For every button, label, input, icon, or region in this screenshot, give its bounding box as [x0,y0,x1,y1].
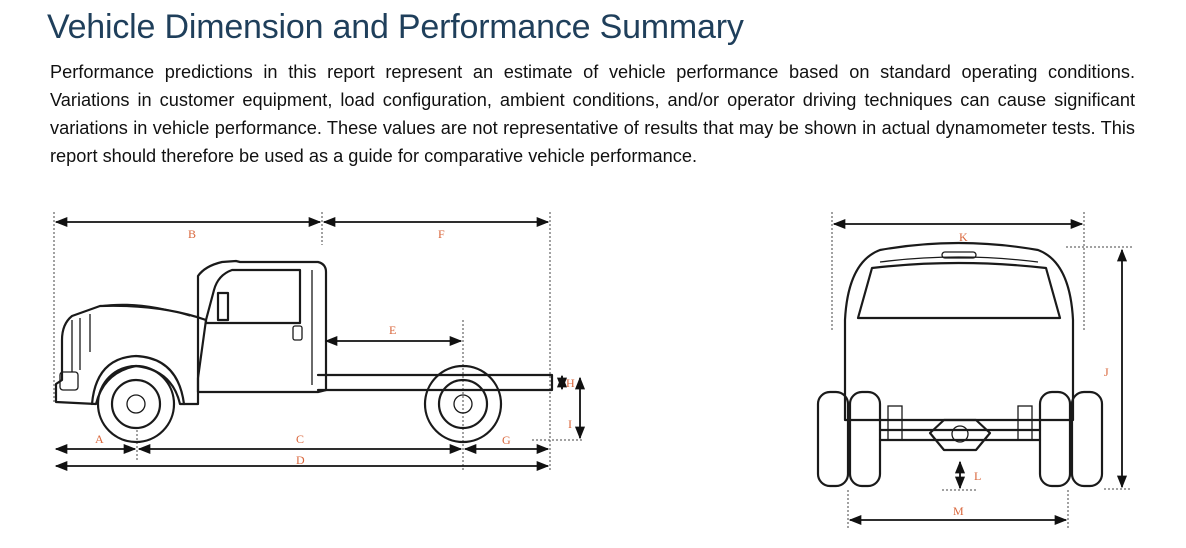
performance-disclaimer: Performance predictions in this report r… [50,62,1135,166]
dimension-label-a: A [95,432,104,446]
dimension-label-g: G [502,433,511,447]
dimension-label-m: M [953,504,964,518]
dimension-label-l: L [974,469,981,483]
page-title: Vehicle Dimension and Performance Summar… [47,8,744,46]
dimension-label-d: D [296,453,305,467]
dimension-label-c: C [296,432,304,446]
rear-view-truck [816,212,1132,530]
dimension-label-b: B [188,227,196,241]
dimension-label-h: H [566,376,575,390]
dimension-label-f: F [438,227,445,241]
dimension-label-k: K [959,230,968,244]
side-view-truck [53,212,582,470]
dimension-label-j: J [1104,365,1109,379]
dimension-label-e: E [389,323,396,337]
dimension-label-i: I [568,417,572,431]
